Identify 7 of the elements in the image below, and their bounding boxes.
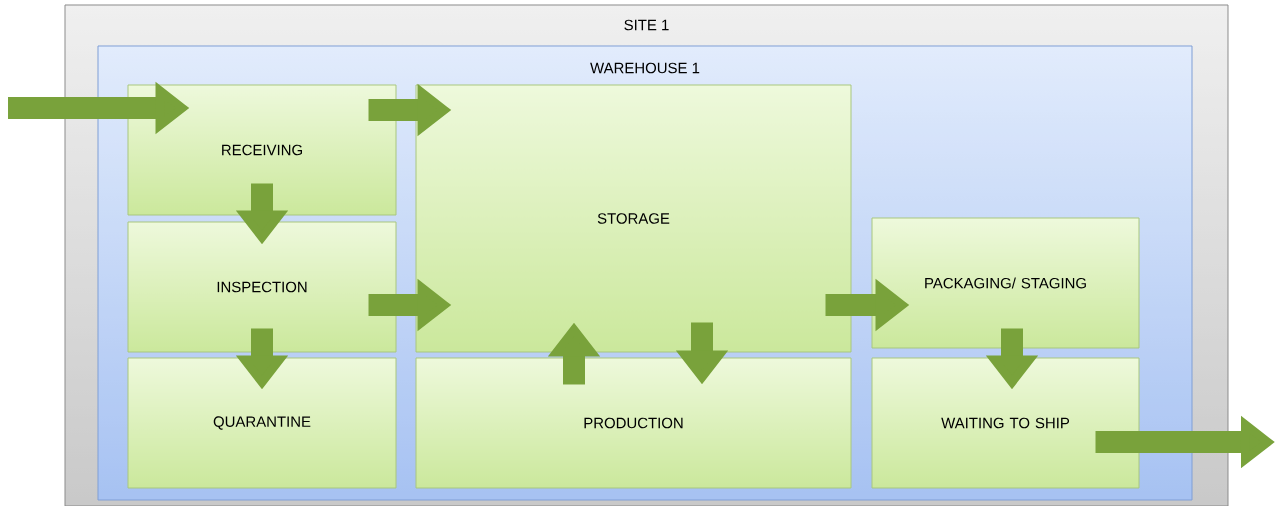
area-box: PRODUCTION (415, 357, 852, 489)
area-box: INSPECTION (127, 221, 397, 353)
area-box: PACKAGING/ STAGING (871, 217, 1140, 349)
area-box: QUARANTINE (127, 357, 397, 489)
area-box: WAITING TO SHIP (871, 357, 1140, 489)
area-box: RECEIVING (127, 84, 397, 216)
area-box: STORAGE (415, 84, 852, 353)
